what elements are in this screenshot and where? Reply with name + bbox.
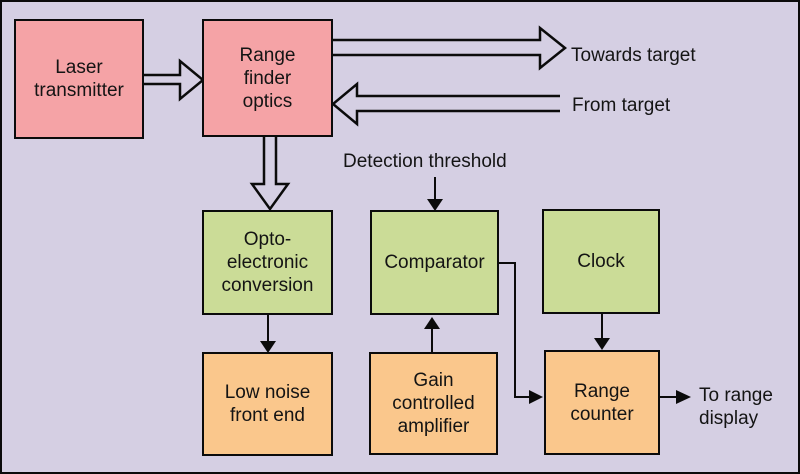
arrow-opto-to-low-noise (260, 315, 276, 353)
arrow-threshold-to-comparator (427, 177, 443, 211)
arrow-clock-to-range-counter (594, 314, 610, 350)
laser-transmitter-label: Laser transmitter (34, 57, 124, 101)
arrow-towards-target (333, 25, 568, 71)
arrow-comparator-to-range-counter (499, 262, 543, 404)
comparator-label: Comparator (384, 252, 485, 273)
range-counter-label: Range counter (570, 380, 634, 425)
arrow-amplifier-to-comparator (424, 317, 440, 352)
range-counter-box: Range counter (544, 350, 660, 455)
from-target-label: From target (572, 95, 671, 116)
arrow-optics-to-opto-conversion (249, 137, 291, 212)
opto-electronic-conversion-label: Opto- electronic conversion (221, 229, 314, 296)
laser-transmitter-box: Laser transmitter (14, 19, 144, 139)
detection-threshold-label: Detection threshold (343, 151, 507, 172)
clock-label: Clock (577, 251, 625, 272)
opto-electronic-conversion-box: Opto- electronic conversion (202, 210, 333, 315)
towards-target-label: Towards target (571, 45, 696, 66)
arrow-counter-to-display (660, 390, 691, 404)
arrow-from-target (331, 81, 560, 127)
low-noise-front-end-box: Low noise front end (202, 352, 333, 456)
to-range-display-label: To range display (699, 385, 773, 429)
gain-controlled-amplifier-label: Gain controlled amplifier (392, 370, 475, 437)
clock-box: Clock (542, 209, 660, 314)
low-noise-front-end-label: Low noise front end (224, 382, 311, 426)
comparator-box: Comparator (370, 210, 499, 315)
range-finder-optics-label: Range finder optics (239, 44, 296, 112)
arrow-laser-to-optics (144, 58, 205, 102)
gain-controlled-amplifier-box: Gain controlled amplifier (369, 352, 498, 455)
range-finder-optics-box: Range finder optics (202, 19, 333, 137)
